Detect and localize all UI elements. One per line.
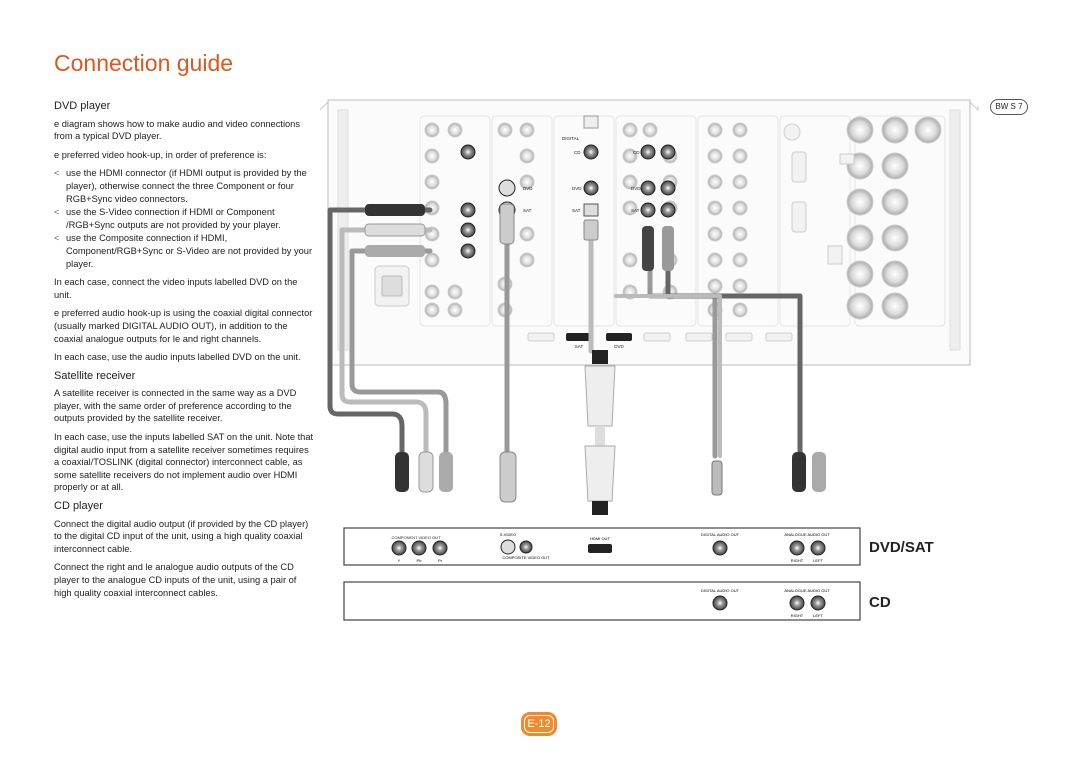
right-label: RIGHT <box>791 558 804 563</box>
sat-heading: Satellite receiver <box>54 369 136 382</box>
component-y-label: Y <box>398 558 401 563</box>
cd-p2: Connect the right and le analogue audio … <box>54 562 297 598</box>
hdmi-out-label: HDMI OUT <box>590 536 610 541</box>
svideo-dvd-label: DVD <box>523 186 533 191</box>
analogue-out-label: ANALOGUE AUDIO OUT <box>784 532 830 537</box>
model-badge: BW S 7 <box>990 99 1028 115</box>
digital-sat-label: SAT <box>572 208 581 213</box>
digital-label: DIGITAL <box>562 136 580 141</box>
dvd-bullet: use the S-Video connection if HDMI or Co… <box>54 206 316 231</box>
analogue-dvd-label: DVD <box>631 186 641 191</box>
cd-left-label: LEFT <box>813 613 823 618</box>
cd-right-label: RIGHT <box>791 613 804 618</box>
svideo-sat-label: SAT <box>523 208 532 213</box>
instructions-column: DVD player e diagram shows how to make a… <box>54 100 316 605</box>
cd-heading: CD player <box>54 500 103 513</box>
dvd-p2: e preferred video hook-up, in order of p… <box>54 149 267 160</box>
hdmi-sat-label: SAT <box>575 344 584 349</box>
page-title: Connection guide <box>54 50 234 76</box>
dvd-p1: e diagram shows how to make audio and vi… <box>54 118 300 142</box>
dvd-bullets: use the HDMI connector (if HDMI output i… <box>54 167 316 270</box>
dvd-p3: In each case, connect the video inputs l… <box>54 277 298 300</box>
device-plugs <box>395 451 826 503</box>
dvd-sat-label: DVD/SAT <box>869 539 934 556</box>
component-label: COMPONENT VIDEO OUT <box>391 535 441 540</box>
component-pr-label: Pr <box>438 558 443 563</box>
hdmi-dvd-label: DVD <box>614 344 624 349</box>
component-pb-label: Pb <box>417 558 423 563</box>
cd-digital-label: DIGITAL AUDIO OUT <box>701 588 740 593</box>
sat-p1: A satellite receiver is connected in the… <box>54 388 297 424</box>
dvd-p4: e preferred audio hook-up is using the c… <box>54 308 313 344</box>
dvd-heading: DVD player <box>54 100 111 112</box>
cd-analogue-label: ANALOGUE AUDIO OUT <box>784 588 830 593</box>
digital-dvd-label: DVD <box>572 186 582 191</box>
sat-p2: In each case, use the inputs labelled SA… <box>54 432 314 493</box>
sat-section: Satellite receiver A satellite receiver … <box>54 370 316 494</box>
dvd-bullet: use the HDMI connector (if HDMI output i… <box>54 167 316 205</box>
dvd-bullet: use the Composite connection if HDMI, Co… <box>54 232 316 270</box>
rear-panel: SAT DVD DIGITAL CD DVD SAT CD DVD SAT DV… <box>320 99 979 366</box>
cables <box>327 207 803 459</box>
svideo-label: S-VIDEO <box>500 532 516 537</box>
composite-label: COMPOSITE VIDEO OUT <box>502 555 550 560</box>
page-number: E-12 <box>521 712 557 736</box>
dvd-sat-device: COMPONENT VIDEO OUT Y Pb Pr S-VIDEO COMP… <box>343 527 861 566</box>
cd-section: CD player Connect the digital audio outp… <box>54 500 316 599</box>
rear-plugs <box>364 203 674 271</box>
digital-cd-label: CD <box>574 150 581 155</box>
connection-diagram: SAT DVD DIGITAL CD DVD SAT CD DVD SAT DV… <box>320 99 979 621</box>
cd-label: CD <box>869 594 891 611</box>
cd-device: DIGITAL AUDIO OUT ANALOGUE AUDIO OUT RIG… <box>343 581 861 621</box>
analogue-sat-label: SAT <box>631 208 640 213</box>
analogue-cd-label: CD <box>633 150 640 155</box>
hdmi-cable <box>584 350 616 515</box>
dvd-section: DVD player e diagram shows how to make a… <box>54 100 316 364</box>
digital-out-label: DIGITAL AUDIO OUT <box>701 532 740 537</box>
left-label: LEFT <box>813 558 823 563</box>
cd-p1: Connect the digital audio output (if pro… <box>54 518 309 554</box>
dvd-p5: In each case, use the audio inputs label… <box>54 352 301 363</box>
